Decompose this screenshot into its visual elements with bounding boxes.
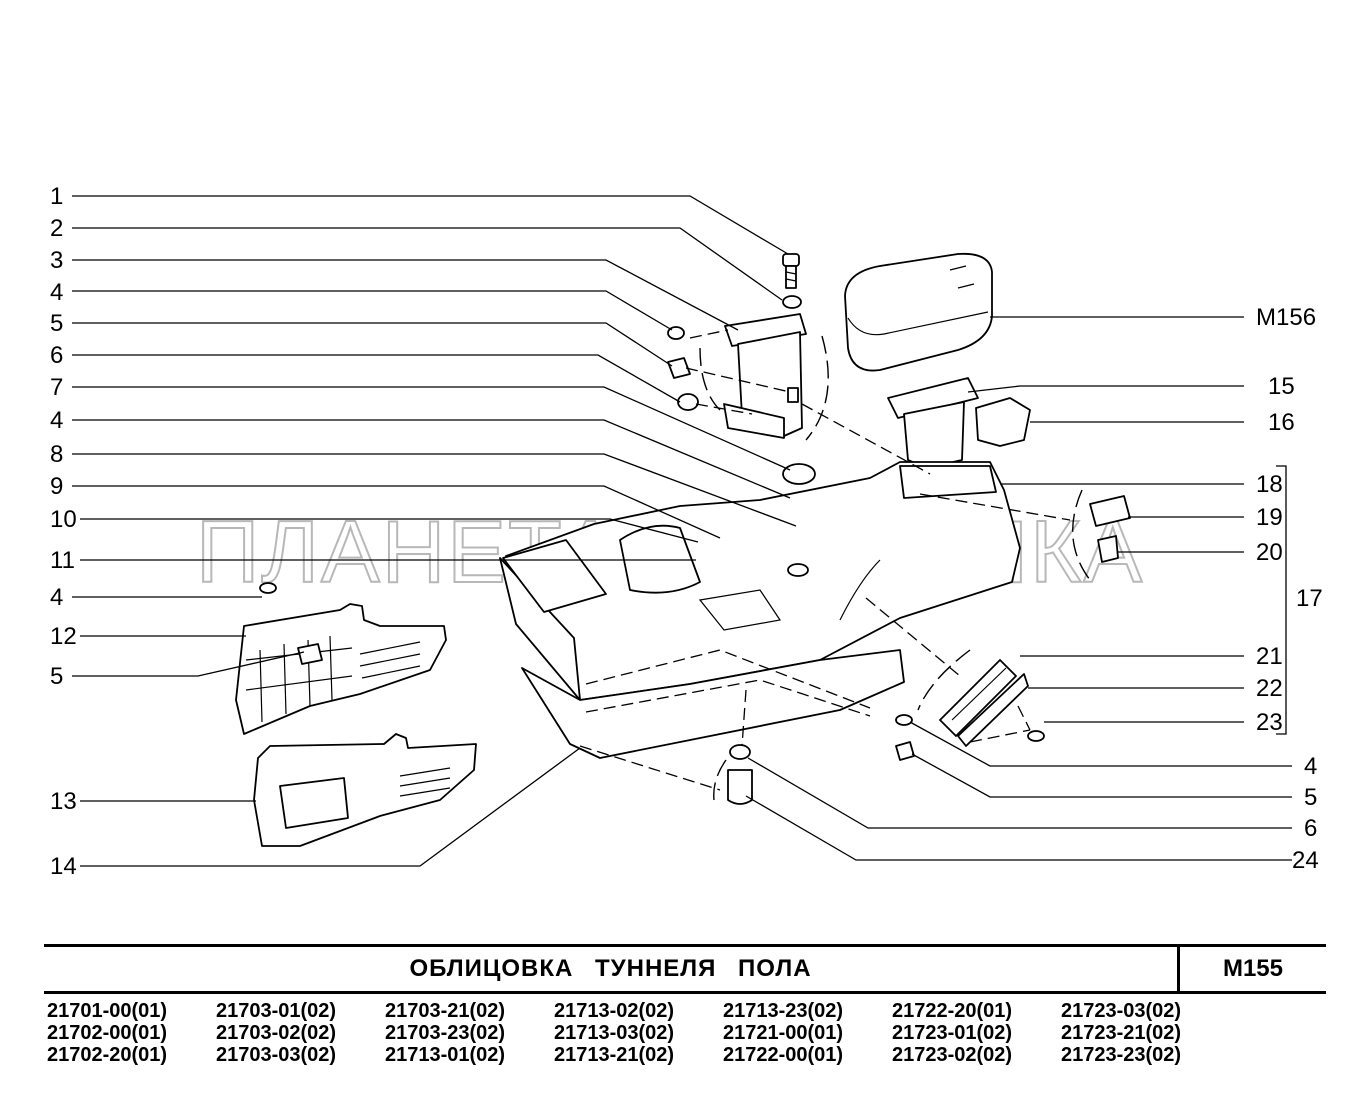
model-code: 21713-23(02): [723, 1000, 844, 1022]
callout-label: 17: [1296, 585, 1323, 612]
bracket-part-3: [723, 313, 807, 439]
model-codes-list: 21701-00(01) 21703-01(02) 21703-21(02) 2…: [44, 1000, 1326, 1066]
callout-label: M156: [1256, 304, 1316, 331]
callout-label: 4: [50, 584, 63, 611]
callout-label: 18: [1256, 471, 1283, 498]
model-code: 21723-02(02): [892, 1044, 1013, 1066]
model-code: 21702-00(01): [47, 1022, 168, 1044]
model-code: 21713-03(02): [554, 1022, 675, 1044]
callout-label: 16: [1268, 409, 1295, 436]
callout-label: 3: [50, 247, 63, 274]
model-code: 21701-00(01): [47, 1000, 168, 1022]
hinge-plate-part-21: [939, 659, 1029, 747]
callout-label: 4: [1304, 753, 1317, 780]
base-part-14: [521, 649, 905, 759]
clip-part-5c: [895, 741, 915, 761]
button-part-20: [1097, 535, 1119, 563]
trim-panel-part-12: [235, 603, 447, 735]
callout-label: 4: [50, 407, 63, 434]
clip-part-5d: [297, 643, 323, 665]
console-part-17: [499, 461, 1021, 701]
screw-part-4c: [895, 714, 913, 726]
washer-part-2: [782, 295, 802, 309]
model-code: 21722-00(01): [723, 1044, 844, 1066]
bracket-part-16: [975, 397, 1031, 447]
nut-part-23: [1027, 730, 1045, 742]
callout-label: 8: [50, 441, 63, 468]
callout-label: 11: [50, 547, 75, 574]
title-block: ОБЛИЦОВКА ТУННЕЛЯ ПОЛА M155 21701-00(01)…: [44, 944, 1326, 1066]
callout-label: 24: [1292, 847, 1319, 874]
callout-label: 19: [1256, 504, 1283, 531]
callout-label: 2: [50, 215, 63, 242]
diagram-code: M155: [1177, 947, 1326, 991]
model-code: 21723-03(02): [1061, 1000, 1182, 1022]
callout-label: 6: [1304, 815, 1317, 842]
plug-part-7: [782, 463, 816, 485]
model-code: 21722-20(01): [892, 1000, 1013, 1022]
model-code: 21703-23(02): [385, 1022, 506, 1044]
callout-label: 20: [1256, 539, 1283, 566]
storage-box-part-15: [887, 377, 979, 469]
callout-label: 5: [50, 663, 63, 690]
model-code: 21713-01(02): [385, 1044, 506, 1066]
title-row: ОБЛИЦОВКА ТУННЕЛЯ ПОЛА M155: [44, 944, 1326, 994]
parts-diagram: ПЛАНЕТА ЖЕЛЕЗЯКА: [50, 183, 1323, 880]
callout-label: 10: [50, 506, 77, 533]
trim-panel-part-13: [253, 733, 477, 847]
model-code: 21703-02(02): [216, 1022, 337, 1044]
model-code: 21723-01(02): [892, 1022, 1013, 1044]
callout-label: 5: [1304, 784, 1317, 811]
callout-label: 13: [50, 788, 77, 815]
model-code: 21713-21(02): [554, 1044, 675, 1066]
callout-label: 6: [50, 342, 63, 369]
model-code: 21703-21(02): [385, 1000, 506, 1022]
nut-part-6b: [729, 744, 751, 760]
nut-part-6: [677, 393, 699, 411]
model-code: 21703-01(02): [216, 1000, 337, 1022]
callout-label: 9: [50, 473, 63, 500]
model-code: 21713-02(02): [554, 1000, 675, 1022]
callout-label: 4: [50, 279, 63, 306]
diagram-title: ОБЛИЦОВКА ТУННЕЛЯ ПОЛА: [409, 955, 812, 982]
callout-label: 14: [50, 853, 77, 880]
callout-label: 23: [1256, 709, 1283, 736]
model-code: 21723-21(02): [1061, 1022, 1182, 1044]
model-code: 21723-23(02): [1061, 1044, 1182, 1066]
switch-part-19: [1089, 495, 1131, 527]
model-code: 21703-03(02): [216, 1044, 337, 1066]
screw-part-1: [782, 253, 800, 289]
callout-label: 1: [50, 183, 63, 210]
model-code: 21721-00(01): [723, 1022, 844, 1044]
callouts-left: 1 2 3 4 5 6 7 4 8 9 10 11 4 12 5 13 14: [50, 183, 77, 880]
callout-label: 7: [50, 374, 63, 401]
model-code: 21702-20(01): [47, 1044, 168, 1066]
callout-label: 12: [50, 623, 77, 650]
callouts-right: M156 15 16 18 19 20 17 21 22 23 4 5 6 24: [1256, 304, 1323, 874]
screw-part-4d: [259, 582, 277, 594]
callout-label: 15: [1268, 373, 1295, 400]
callout-label: 22: [1256, 675, 1283, 702]
leader-lines: [72, 195, 1292, 867]
clip-part-5: [667, 357, 691, 379]
callout-label: 5: [50, 310, 63, 337]
armrest-part-m156: [844, 252, 993, 372]
callout-label: 21: [1256, 643, 1283, 670]
bush-part-24: [727, 769, 753, 805]
